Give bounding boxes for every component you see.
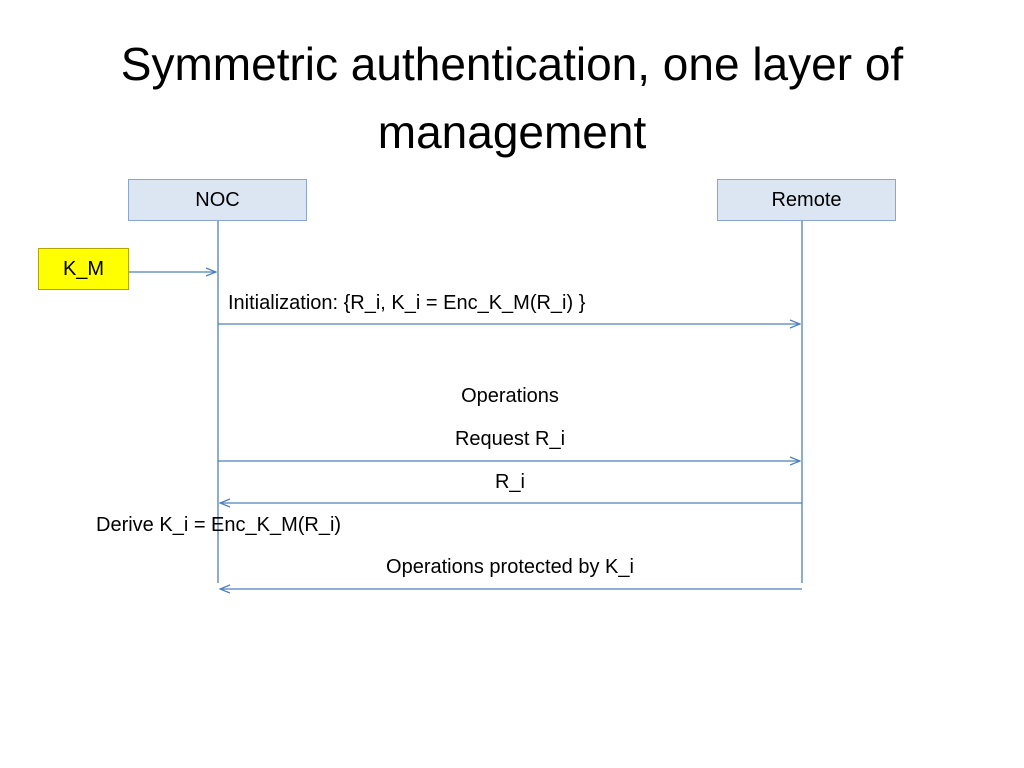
request-label: Request R_i — [454, 428, 566, 450]
initialization-label: Initialization: {R_i, K_i = Enc_K_M(R_i)… — [228, 292, 586, 314]
key-master-label: K_M — [62, 258, 105, 280]
response-label: R_i — [494, 471, 525, 493]
noc-actor-box: NOC — [128, 179, 307, 221]
remote-actor-label: Remote — [771, 189, 842, 211]
slide-title-line-2: management — [377, 106, 647, 158]
protected-operations-label: Operations protected by K_i — [386, 556, 634, 578]
slide-title: Symmetric authentication, one layer of m… — [40, 30, 984, 166]
derive-key-label: Derive K_i = Enc_K_M(R_i) — [96, 514, 342, 536]
operations-label: Operations — [461, 385, 559, 407]
noc-actor-label: NOC — [195, 189, 240, 211]
remote-actor-box: Remote — [717, 179, 896, 221]
key-master-box: K_M — [38, 248, 129, 290]
slide-title-line-1: Symmetric authentication, one layer of — [120, 38, 904, 90]
